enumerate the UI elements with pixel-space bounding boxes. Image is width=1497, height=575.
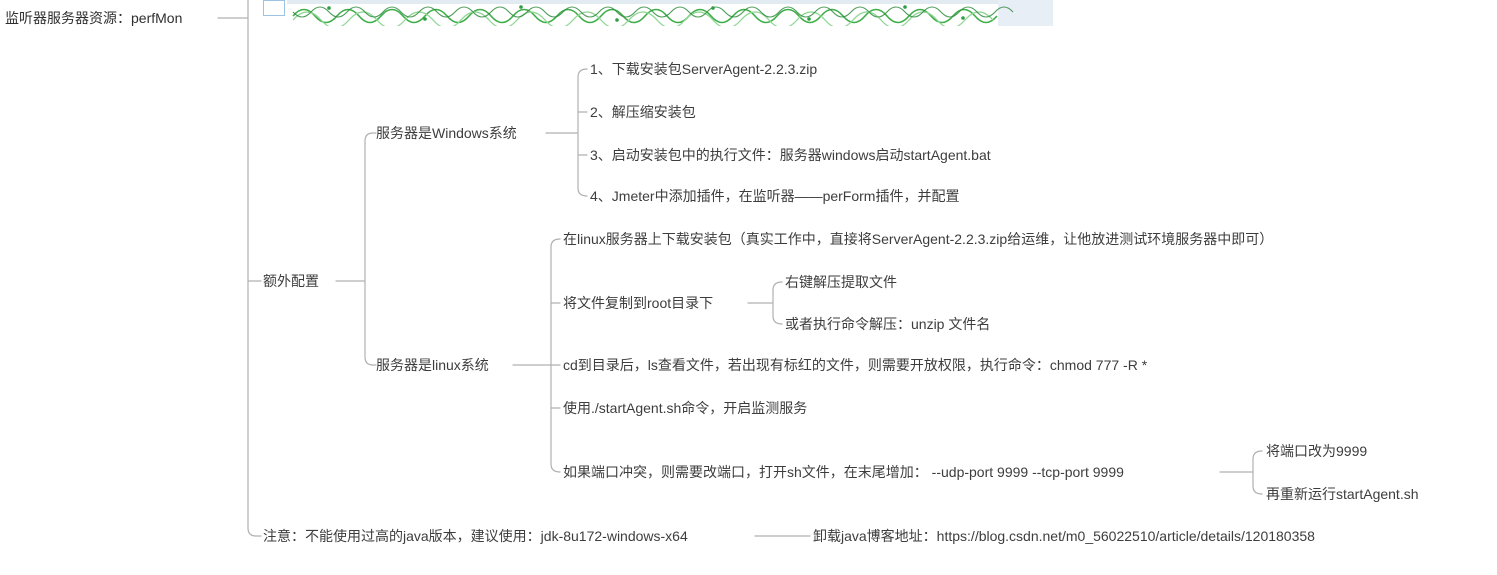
connector-extra-config [335,132,377,366]
node-copy-unzip-command[interactable]: 或者执行命令解压：unzip 文件名 [785,316,991,332]
node-port-rerun[interactable]: 再重新运行startAgent.sh [1266,486,1419,502]
node-linux-chmod[interactable]: cd到目录后，ls查看文件，若出现有标红的文件，则需要开放权限，执行命令：chm… [563,357,1148,373]
node-windows-step-3[interactable]: 3、启动安装包中的执行文件：服务器windows启动startAgent.bat [590,147,991,163]
node-windows-step-4[interactable]: 4、Jmeter中添加插件，在监听器——perForm插件，并配置 [590,188,960,204]
connector-copy [747,281,783,325]
node-extra-config[interactable]: 额外配置 [263,273,319,289]
perfmon-graph-image [263,0,1053,26]
node-linux[interactable]: 服务器是linux系统 [376,357,489,373]
connector-port [1219,450,1263,495]
node-windows[interactable]: 服务器是Windows系统 [376,125,517,141]
attachment-image[interactable] [263,0,1053,26]
node-linux-copy[interactable]: 将文件复制到root目录下 [563,295,714,311]
node-java-note[interactable]: 注意：不能使用过高的java版本，建议使用：jdk-8u172-windows-… [263,528,688,544]
node-port-change[interactable]: 将端口改为9999 [1266,443,1368,459]
node-linux-start[interactable]: 使用./startAgent.sh命令，开启监测服务 [563,400,808,416]
node-copy-unzip-rightclick[interactable]: 右键解压提取文件 [785,274,897,290]
node-windows-step-1[interactable]: 1、下载安装包ServerAgent-2.2.3.zip [590,61,818,77]
connector-windows [545,68,588,197]
node-linux-port[interactable]: 如果端口冲突，则需要改端口，打开sh文件，在末尾增加： --udp-port 9… [563,464,1124,480]
node-linux-download[interactable]: 在linux服务器上下载安装包（真实工作中，直接将ServerAgent-2.2… [563,231,1274,247]
node-root[interactable]: 监听器服务器资源：perfMon [5,10,183,26]
node-java-uninstall-blog[interactable]: 卸载java博客地址：https://blog.csdn.net/m0_5602… [813,528,1315,544]
connector-root [217,0,262,537]
connector-linux [512,238,561,473]
node-windows-step-2[interactable]: 2、解压缩安装包 [590,104,696,120]
